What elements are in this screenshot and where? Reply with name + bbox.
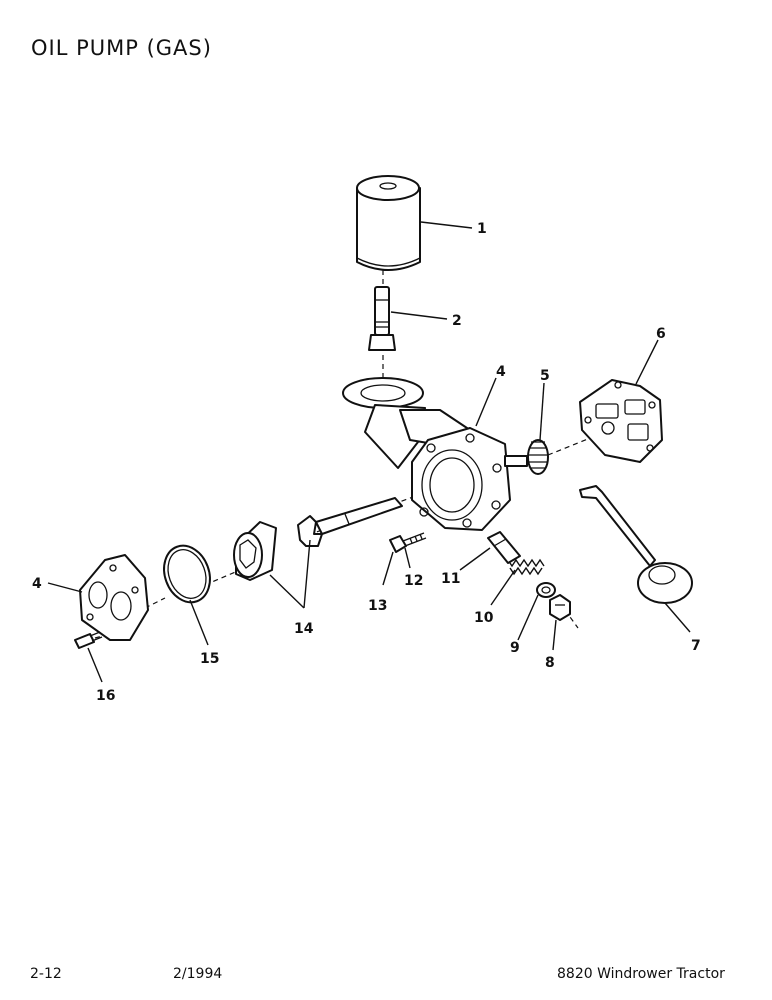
- callout-label: 4: [32, 576, 42, 592]
- relief-plug-part: [549, 594, 571, 621]
- bolt-part: [389, 532, 427, 553]
- pump-cover-part: [79, 554, 149, 641]
- callout-label: 14: [294, 621, 314, 637]
- callout-label: 7: [691, 638, 701, 654]
- oil-pickup-part: [579, 485, 693, 604]
- callout-label: 8: [545, 655, 555, 671]
- cover-gasket-part: [579, 379, 663, 463]
- callout-label: 12: [404, 573, 423, 589]
- page-title: OIL PUMP (GAS): [31, 36, 212, 60]
- callout-label: 13: [368, 598, 387, 614]
- machine-model: 8820 Windrower Tractor: [557, 966, 725, 982]
- callout-label: 15: [200, 651, 219, 667]
- callout-label: 5: [540, 368, 550, 384]
- page-number: 2-12: [30, 966, 62, 982]
- callout-label: 2: [452, 313, 462, 329]
- relief-spring-part: [507, 558, 545, 576]
- washer-part: [536, 582, 556, 598]
- filter-adapter-part: [368, 286, 396, 351]
- callout-label: 1: [477, 221, 487, 237]
- revision-date: 2/1994: [173, 966, 223, 982]
- leader-lines: [47, 221, 691, 683]
- callout-label: 9: [510, 640, 520, 656]
- callout-label: 11: [441, 571, 460, 587]
- oil-filter-part: [356, 175, 421, 271]
- drive-gear-part: [527, 439, 549, 475]
- callout-labels: 1 2 4 5 6 4 7 8 9 10 11 12 13 14 15 16: [32, 221, 701, 704]
- callout-label: 10: [474, 610, 494, 626]
- stud-part: [74, 631, 103, 649]
- callout-label: 6: [656, 326, 666, 342]
- rotor-shaft-part: [233, 497, 403, 581]
- callout-label: 4: [496, 364, 506, 380]
- pump-body-part: [342, 377, 528, 531]
- callout-label: 16: [96, 688, 115, 704]
- o-ring-part: [163, 544, 211, 604]
- relief-valve-part: [487, 531, 521, 564]
